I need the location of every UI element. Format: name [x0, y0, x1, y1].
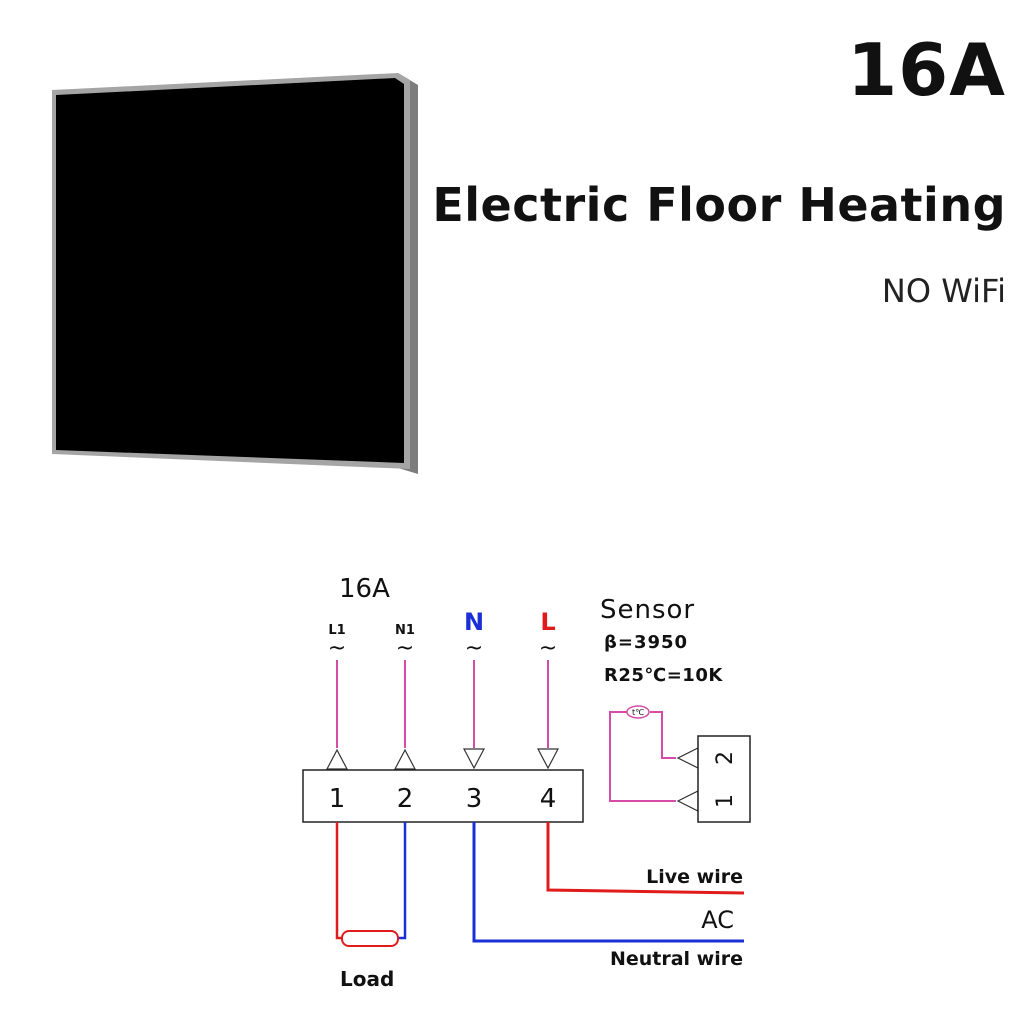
- terminal-label-n1: N1: [395, 623, 415, 638]
- terminal-number-4: 4: [540, 784, 557, 814]
- terminal-label-n: N: [464, 608, 484, 636]
- arrow-down-l: [537, 748, 559, 770]
- tilde-n1: ~: [396, 636, 414, 661]
- terminal-number-3: 3: [466, 784, 483, 814]
- tilde-l1: ~: [328, 636, 346, 661]
- thermistor-symbol: [626, 705, 650, 719]
- rating-heading: 16A: [847, 28, 1006, 112]
- sensor-terminal-block: [697, 735, 751, 823]
- diagram-rating-label: 16A: [339, 574, 390, 604]
- load-label: Load: [340, 967, 394, 991]
- wire-live: [546, 822, 745, 895]
- sensor-title: Sensor: [600, 595, 695, 625]
- terminal-block: [302, 769, 584, 823]
- terminal-label-l1: L1: [328, 623, 345, 638]
- sensor-terminal-1: 1: [713, 794, 738, 808]
- sensor-arrow-1: [676, 790, 699, 812]
- ac-label: AC: [701, 906, 734, 934]
- thermostat-panel-illustration: [52, 73, 418, 474]
- thermistor-label: t℃: [632, 708, 644, 717]
- arrow-up-n1: [394, 748, 416, 770]
- terminal-label-l: L: [540, 608, 555, 636]
- sensor-loop-wire: [609, 711, 676, 802]
- wire-neutral: [472, 822, 744, 943]
- sensor-loop-wire-upper: [650, 711, 676, 759]
- terminal-number-2: 2: [397, 784, 414, 814]
- neutral-wire-label: Neutral wire: [610, 948, 743, 970]
- sensor-beta: β=3950: [604, 632, 688, 653]
- live-wire-label: Live wire: [646, 866, 743, 888]
- product-title: Electric Floor Heating: [432, 178, 1006, 232]
- sensor-arrow-2: [676, 747, 699, 769]
- tilde-l: ~: [539, 636, 557, 661]
- product-subtitle: NO WiFi: [881, 272, 1006, 310]
- arrow-down-n: [463, 748, 485, 770]
- terminal-number-1: 1: [329, 784, 346, 814]
- wire-load-red: [335, 822, 342, 940]
- arrow-up-l1: [326, 748, 348, 770]
- load-resistor: [341, 930, 399, 947]
- panel-face: [56, 78, 404, 463]
- tilde-n: ~: [465, 636, 483, 661]
- sensor-terminal-2: 2: [713, 751, 738, 765]
- wire-load-blue: [398, 822, 407, 940]
- sensor-resistance: R25℃=10K: [604, 665, 723, 686]
